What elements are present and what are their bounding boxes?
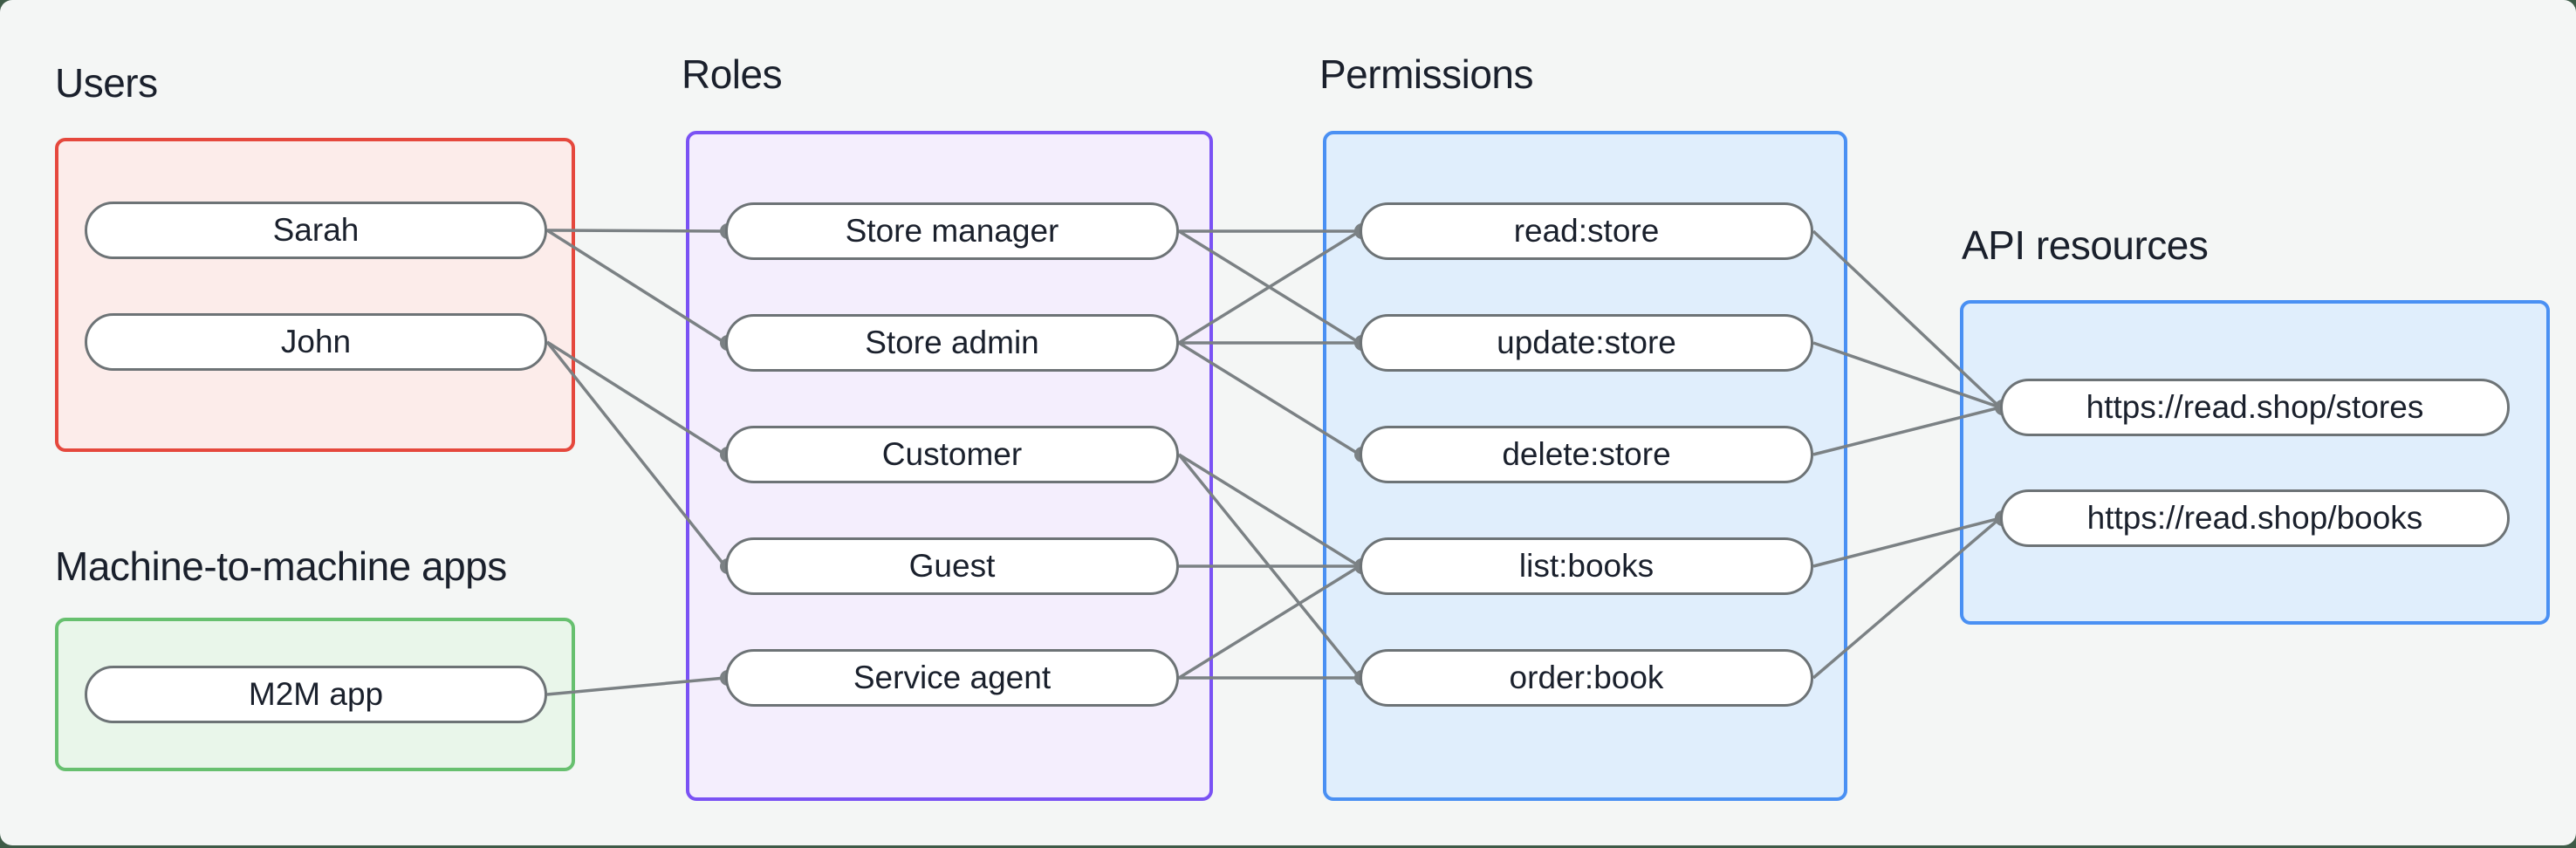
node-service-agent: Service agent — [725, 649, 1179, 707]
node-read-store: read:store — [1360, 202, 1813, 260]
node-john: John — [85, 313, 547, 371]
roles-section-label: Roles — [682, 51, 783, 97]
users-section-label: Users — [55, 60, 158, 106]
node-guest: Guest — [725, 537, 1179, 595]
users-group-box — [55, 138, 575, 452]
api-resources-group-box — [1960, 300, 2550, 625]
node-update-store: update:store — [1360, 314, 1813, 372]
permissions-section-label: Permissions — [1319, 51, 1534, 97]
node-store-manager: Store manager — [725, 202, 1179, 260]
node-m2m-app: M2M app — [85, 666, 547, 723]
m2m-section-label: Machine-to-machine apps — [55, 544, 507, 589]
node-delete-store: delete:store — [1360, 426, 1813, 483]
node-list-books: list:books — [1360, 537, 1813, 595]
api-resources-section-label: API resources — [1962, 222, 2209, 268]
node-order-book: order:book — [1360, 649, 1813, 707]
node-store-admin: Store admin — [725, 314, 1179, 372]
node-customer: Customer — [725, 426, 1179, 483]
node-api-stores: https://read.shop/stores — [2000, 379, 2510, 436]
node-sarah: Sarah — [85, 202, 547, 259]
node-api-books: https://read.shop/books — [2000, 489, 2510, 547]
